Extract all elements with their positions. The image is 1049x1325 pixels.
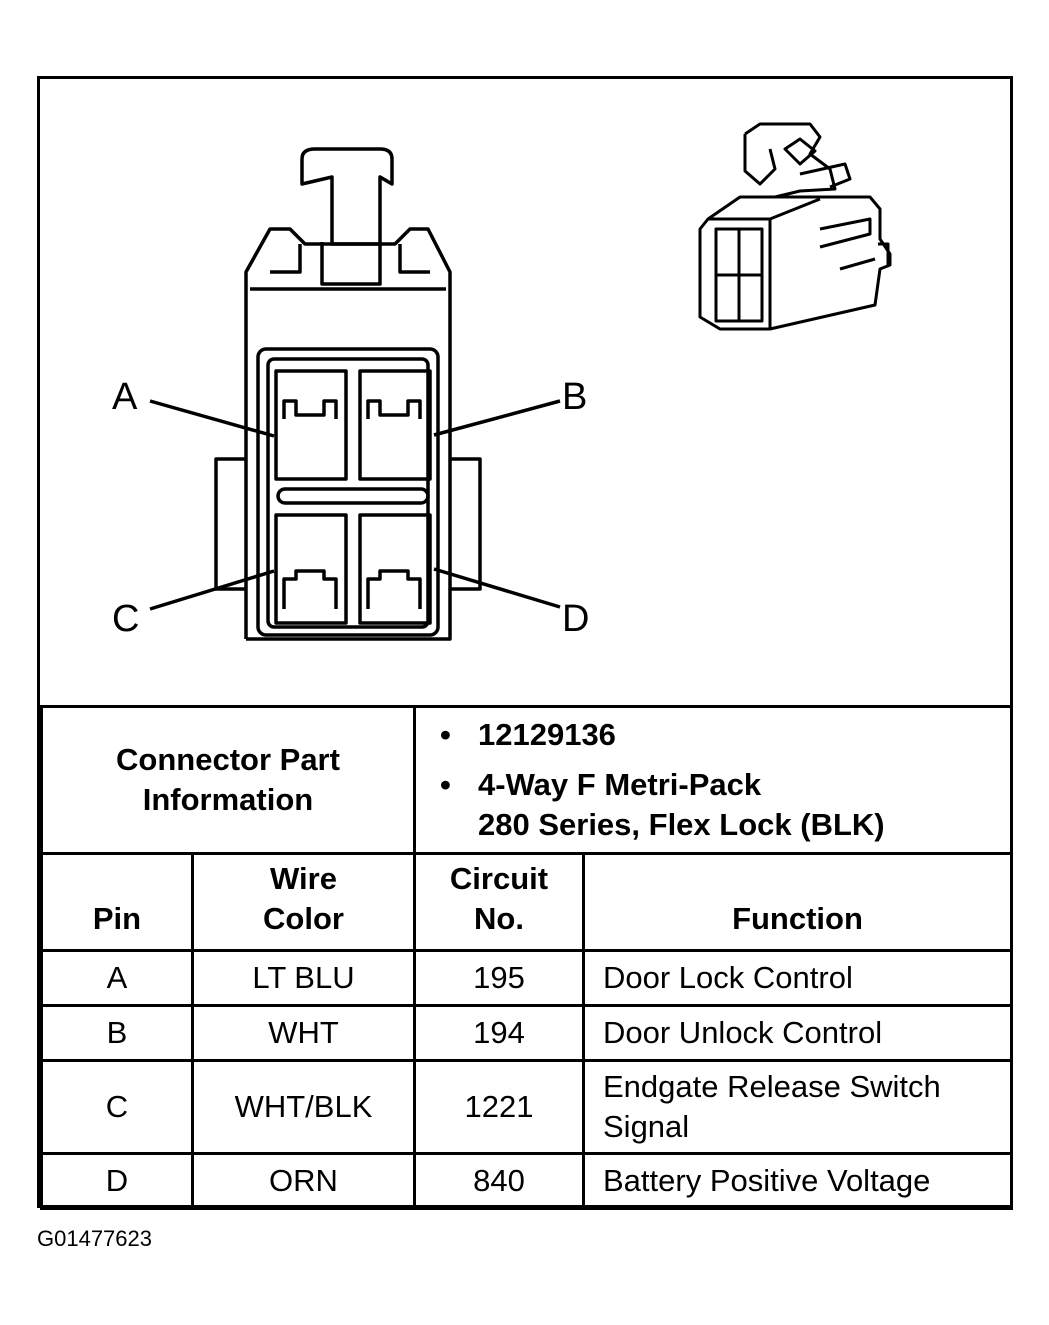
bullet-icon: • [440, 717, 451, 752]
circuit-cell: 840 [413, 1152, 585, 1210]
pin-label-b: B [562, 376, 587, 418]
header-function: Function [582, 852, 1013, 952]
function-cell: Door Lock Control [582, 949, 1013, 1007]
connector-series: 280 Series, Flex Lock (BLK) [478, 807, 885, 842]
pin-cell: B [40, 1004, 194, 1062]
part-info-label-line2: Information [142, 782, 314, 817]
pin-cell: D [40, 1152, 194, 1210]
part-number: 12129136 [478, 717, 616, 752]
connector-part-info-values: • 12129136 • 4-Way F Metri-Pack 280 Series… [413, 705, 1013, 855]
header-wire-line2: Color [263, 901, 344, 936]
table-row: A LT BLU 195 Door Lock Control [40, 949, 1013, 1007]
pin-cell: A [40, 949, 194, 1007]
connector-3d-illustration [698, 122, 892, 331]
header-pin: Pin [40, 852, 194, 952]
wire-color-cell: WHT [191, 1004, 416, 1062]
function-cell: Battery Positive Voltage [582, 1152, 1013, 1210]
table-row: D ORN 840 Battery Positive Voltage [40, 1152, 1013, 1210]
function-line1: Endgate Release Switch [603, 1069, 941, 1104]
function-cell: Door Unlock Control [582, 1004, 1013, 1062]
pin-label-a: A [112, 376, 138, 418]
circuit-cell: 1221 [413, 1059, 585, 1155]
pin-label-c: C [112, 598, 139, 640]
pin-label-d: D [562, 598, 589, 640]
pin-cell: C [40, 1059, 194, 1155]
figure-id: G01477623 [37, 1226, 152, 1251]
part-info-label-line1: Connector Part [116, 742, 340, 777]
header-circuit-line2: No. [474, 901, 524, 936]
header-circuit-line1: Circuit [449, 861, 549, 896]
wire-color-cell: LT BLU [191, 949, 416, 1007]
connector-part-info-label: Connector Part Information [40, 705, 416, 855]
connector-face-drawing: A B C D [112, 122, 892, 641]
function-line2: Signal [603, 1109, 690, 1144]
table-row: B WHT 194 Door Unlock Control [40, 1004, 1013, 1062]
header-wire-line1: Wire [270, 861, 337, 896]
connector-frame: A B C D [37, 76, 1013, 1210]
connector-diagram: A B C D [40, 79, 1010, 705]
circuit-cell: 195 [413, 949, 585, 1007]
circuit-cell: 194 [413, 1004, 585, 1062]
wire-color-cell: WHT/BLK [191, 1059, 416, 1155]
wire-color-cell: ORN [191, 1152, 416, 1210]
connector-type: 4-Way F Metri-Pack [478, 767, 762, 802]
connector-part-info-table: Connector Part Information • 12129136 • 4-… [40, 705, 1013, 855]
bullet-icon: • [440, 767, 451, 802]
